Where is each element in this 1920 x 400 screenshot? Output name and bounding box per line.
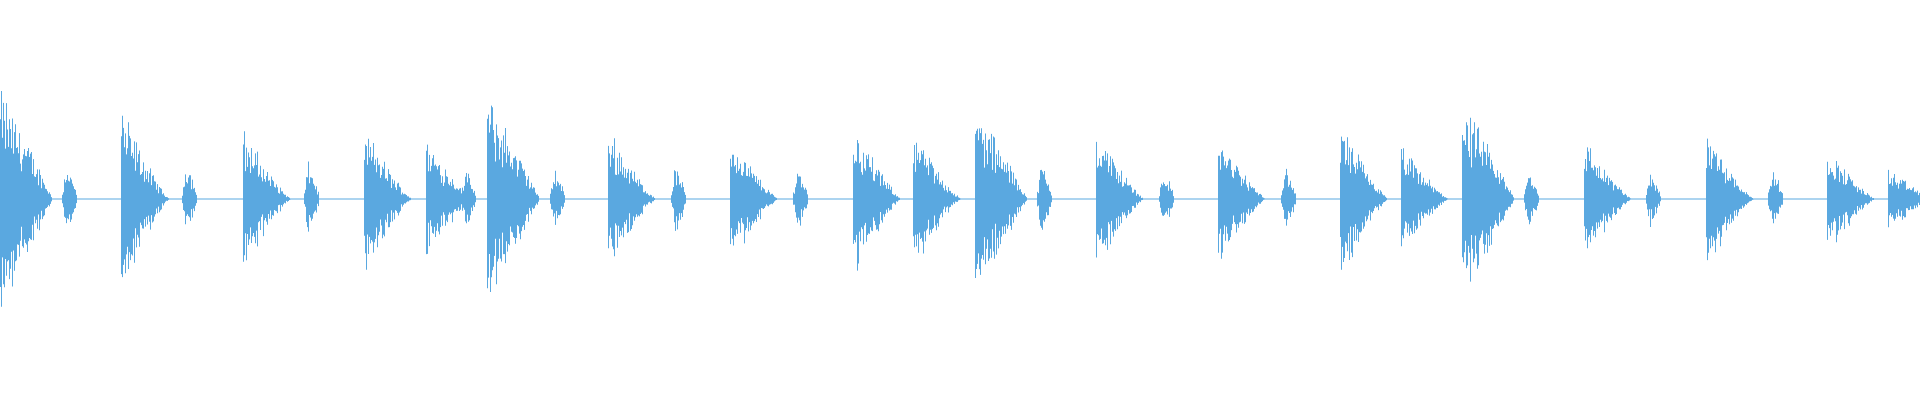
waveform-transient-path	[1888, 169, 1920, 228]
waveform-transient	[975, 128, 1027, 278]
waveform-transient	[1768, 172, 1783, 224]
waveform-transient-path	[1340, 136, 1388, 270]
waveform-transient	[550, 170, 565, 225]
waveform-transient	[1888, 169, 1920, 228]
waveform-transient-path	[793, 173, 808, 226]
waveform-transient	[1037, 169, 1052, 230]
waveform-transient	[364, 138, 412, 270]
waveform-transient	[243, 131, 291, 262]
waveform-transient	[853, 140, 901, 271]
waveform-transient	[1584, 147, 1632, 249]
waveform-transient	[121, 115, 169, 278]
waveform-transient	[730, 154, 778, 246]
waveform-transient-path	[1462, 117, 1514, 282]
waveform-transient	[182, 174, 197, 225]
waveform-transient-path	[1037, 169, 1052, 230]
waveform-transient	[304, 161, 319, 232]
waveform-transient-path	[853, 140, 901, 271]
waveform-transient	[1462, 117, 1514, 282]
waveform-transient	[1159, 181, 1174, 217]
waveform-transient	[1827, 161, 1875, 243]
waveform-transient	[1340, 136, 1388, 270]
waveform-transient	[461, 173, 476, 224]
waveform-transient	[1646, 174, 1661, 227]
waveform-transient-path	[121, 115, 169, 278]
waveform-transient	[1706, 138, 1754, 261]
waveform-transient-path	[1159, 181, 1174, 217]
waveform-transient-path	[975, 128, 1027, 278]
waveform-transient-path	[304, 161, 319, 232]
waveform-transient	[608, 138, 656, 257]
waveform-transient-path	[1768, 172, 1783, 224]
waveform-transient-path	[1706, 138, 1754, 261]
waveform-transient-path	[1281, 168, 1296, 226]
waveform-transient-path	[1401, 148, 1449, 247]
waveform-transient-path	[671, 170, 686, 231]
waveform-transient-path	[182, 174, 197, 225]
waveform-transient-path	[1096, 141, 1144, 258]
waveform-transient	[1524, 177, 1539, 225]
waveform-transient-path	[1827, 161, 1875, 243]
waveform-transient	[0, 91, 52, 307]
waveform-transient-path	[1524, 177, 1539, 225]
waveform-transient-path	[730, 154, 778, 246]
waveform-transient	[1281, 168, 1296, 226]
waveform-transient-path	[0, 91, 52, 307]
waveform-transient-path	[913, 142, 961, 254]
waveform-transient	[1096, 141, 1144, 258]
waveform-transient-path	[1218, 150, 1266, 259]
waveform-transient-path	[461, 173, 476, 224]
waveform-transient	[793, 173, 808, 226]
waveform-transient	[1401, 148, 1449, 247]
waveform-transient-path	[550, 170, 565, 225]
waveform-transient-path	[487, 105, 539, 292]
waveform-transient-path	[62, 175, 77, 224]
waveform-transient-path	[1646, 174, 1661, 227]
waveform-transient-path	[1584, 147, 1632, 249]
waveform-transient-path	[243, 131, 291, 262]
waveform-transient	[62, 175, 77, 224]
waveform-transient-path	[608, 138, 656, 257]
waveform-transient	[487, 105, 539, 292]
waveform-transient	[1218, 150, 1266, 259]
waveform-transient	[671, 170, 686, 231]
waveform-transient	[913, 142, 961, 254]
waveform-transient-path	[364, 138, 412, 270]
